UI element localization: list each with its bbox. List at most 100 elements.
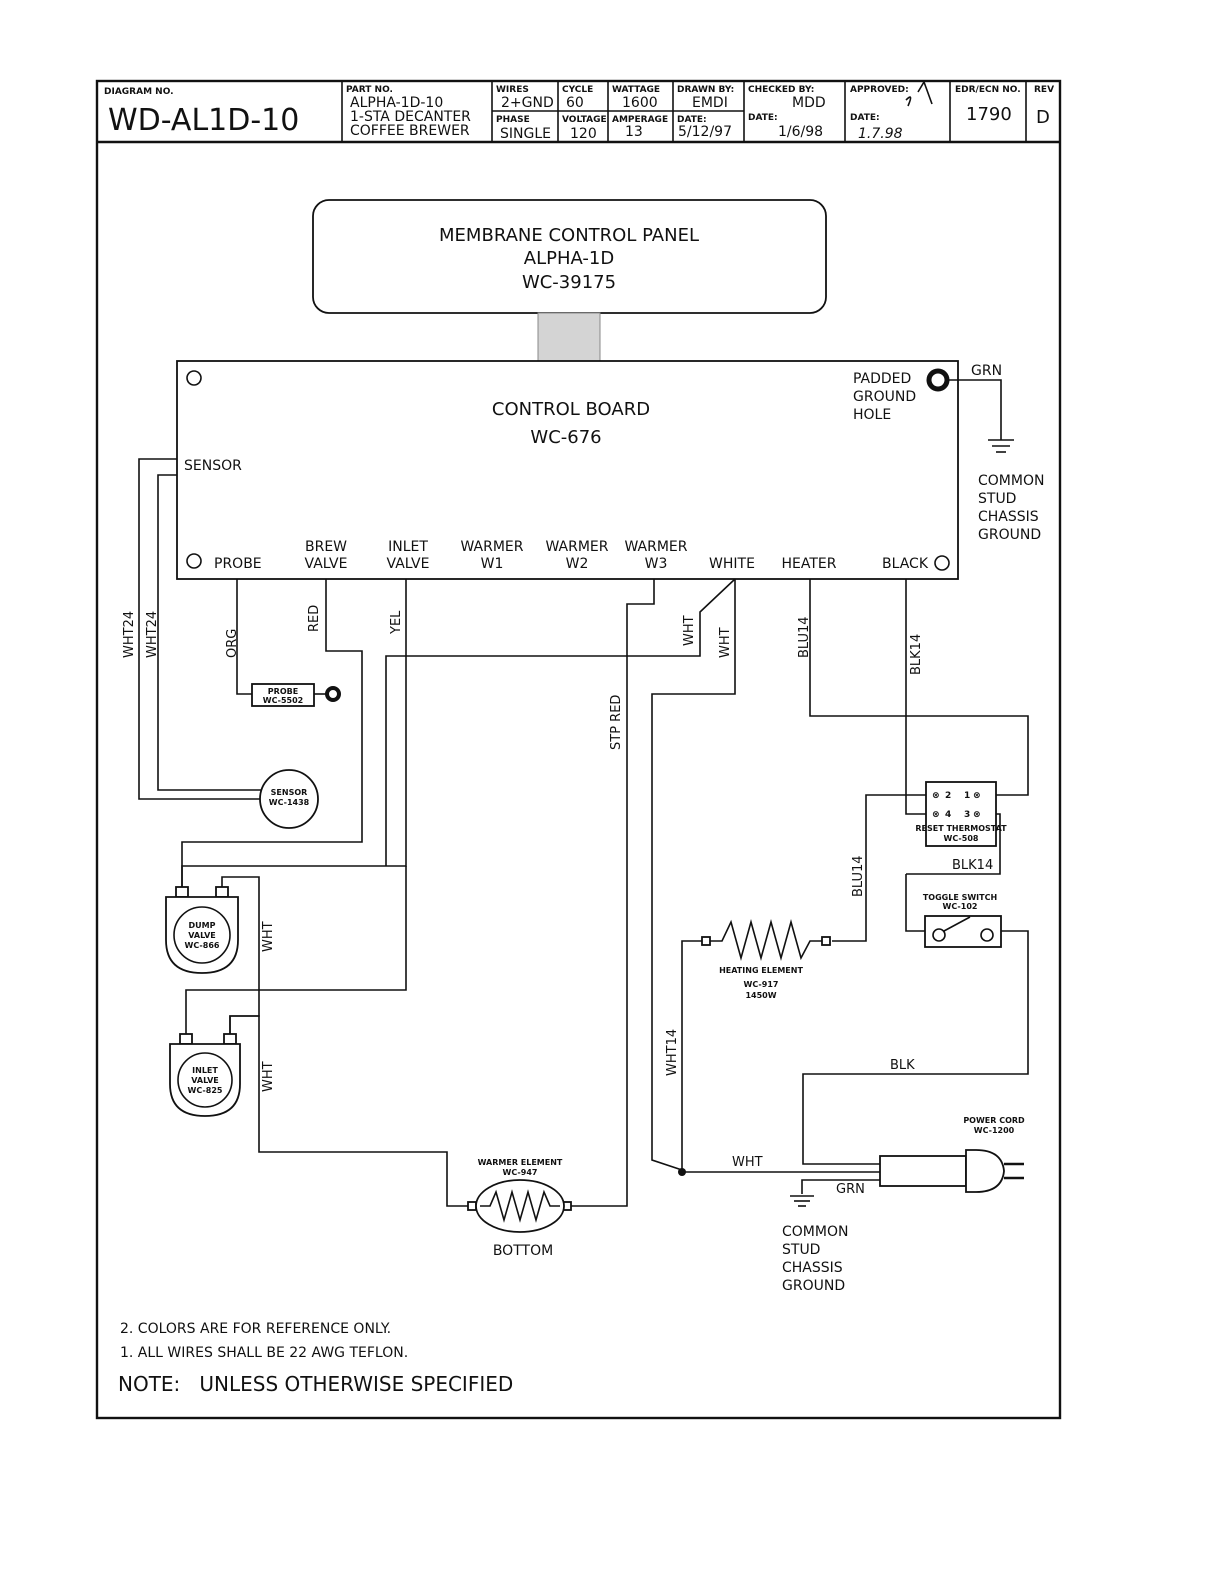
label-wht-a: WHT: [682, 615, 697, 646]
bottom-ground-line-2: STUD: [782, 1242, 820, 1258]
wire-wht14: [681, 940, 707, 1172]
phase-label: PHASE: [496, 115, 530, 125]
sensor-terminal-label: SENSOR: [184, 458, 242, 474]
title-block: DIAGRAM NO. WD-AL1D-10 PART NO. ALPHA-1D…: [104, 80, 1054, 142]
probe-component: PROBE WC-5502: [251, 683, 341, 707]
terminal-w3-1: WARMER: [624, 539, 687, 555]
drawing-border: [95, 79, 1062, 1420]
wire-blk-cord: [802, 930, 1029, 1165]
wire-wht-a: [385, 578, 736, 866]
terminal-heater: HEATER: [782, 556, 837, 572]
label-red: RED: [307, 605, 322, 632]
inlet-label-2: VALVE: [191, 1076, 219, 1085]
dump-label-1: DUMP: [189, 921, 216, 930]
thermostat-pin-3: 3: [964, 810, 970, 820]
label-wht-b: WHT: [718, 627, 733, 658]
top-ground-line-3: CHASSIS: [978, 509, 1039, 525]
part-no-label: PART NO.: [346, 85, 393, 95]
warmer-label-1: WARMER ELEMENT: [478, 1158, 563, 1167]
heating-label-1: HEATING ELEMENT: [719, 966, 803, 975]
terminal-w1-1: WARMER: [460, 539, 523, 555]
checked-by: MDD: [792, 95, 826, 111]
terminal-probe: PROBE: [214, 556, 262, 572]
thermostat-pin-1: 1: [964, 791, 970, 801]
wire-blu14-board: [809, 579, 1029, 796]
terminal-brew-1: BREW: [305, 539, 347, 555]
label-wht14: WHT14: [665, 1029, 680, 1076]
terminal-brew-2: VALVE: [305, 556, 348, 572]
ground-hole-line-2: GROUND: [853, 389, 916, 405]
rev-label: REV: [1034, 85, 1054, 95]
voltage-label: VOLTAGE: [562, 115, 607, 125]
top-ground-line-1: COMMON: [978, 473, 1044, 489]
cycle-value: 60: [566, 95, 584, 111]
wattage-label: WATTAGE: [612, 85, 660, 95]
edr-value: 1790: [966, 104, 1012, 125]
mount-hole-bottom-right: [934, 555, 950, 571]
control-board: CONTROL BOARD WC-676 SENSOR PADDED GROUN…: [176, 360, 959, 580]
grn-label-top: GRN: [971, 363, 1002, 379]
wiring: [138, 458, 1029, 1207]
thermostat-pin-marker-4: ⊗: [932, 810, 940, 820]
inlet-valve-component: INLET VALVE WC-825: [169, 1033, 241, 1117]
thermostat-pin-marker-2: ⊗: [932, 791, 940, 801]
mount-hole-bottom-left: [186, 553, 202, 569]
inlet-label-1: INLET: [192, 1066, 218, 1075]
heating-element-component: HEATING ELEMENT WC-917 1450W: [701, 919, 831, 1000]
wire-wht24-inner: [157, 474, 267, 791]
label-blk14-a: BLK14: [909, 634, 924, 675]
grn-wire-top: [947, 379, 1002, 440]
part-desc-2: COFFEE BREWER: [350, 123, 470, 139]
control-board-part: WC-676: [530, 427, 601, 448]
note-heading: NOTE: UNLESS OTHERWISE SPECIFIED: [118, 1372, 513, 1396]
label-org: ORG: [225, 629, 240, 658]
amperage-value: 13: [625, 124, 643, 140]
ground-hole-line-1: PADDED: [853, 371, 911, 387]
label-stp-red: STP RED: [609, 695, 624, 750]
label-blu14-b: BLU14: [851, 855, 866, 897]
top-ground-line-4: GROUND: [978, 527, 1041, 543]
terminal-w2-2: W2: [566, 556, 589, 572]
wires-label: WIRES: [496, 85, 529, 95]
approved-date-label: DATE:: [850, 113, 880, 123]
terminal-white: WHITE: [709, 556, 755, 572]
warmer-label-3: BOTTOM: [493, 1243, 553, 1259]
membrane-line-3: WC-39175: [522, 272, 616, 293]
voltage-value: 120: [570, 126, 597, 142]
wires-value: 2+GND: [501, 95, 554, 111]
thermostat-pin-marker-3: ⊗: [973, 810, 981, 820]
top-ground: GRN COMMON STUD CHASSIS GROUND: [947, 363, 1044, 543]
dump-label-2: VALVE: [188, 931, 216, 940]
approval-signature: [905, 80, 933, 107]
wire-yel-inlet: [185, 866, 407, 1034]
approved-date: 1.7.98: [858, 126, 903, 142]
probe-label-2: WC-5502: [263, 696, 303, 705]
bottom-ground-line-1: COMMON: [782, 1224, 848, 1240]
amperage-label: AMPERAGE: [612, 115, 668, 125]
ground-hole-line-3: HOLE: [853, 407, 891, 423]
drawn-date: 5/12/97: [678, 124, 732, 140]
warmer-element-component: WARMER ELEMENT WC-947 BOTTOM: [467, 1158, 572, 1259]
terminal-w1-2: W1: [481, 556, 504, 572]
terminal-w2-1: WARMER: [545, 539, 608, 555]
wire-blu14-element: [832, 794, 939, 942]
inlet-label-3: WC-825: [188, 1086, 223, 1095]
power-cord-component: POWER CORD WC-1200: [879, 1116, 1025, 1193]
thermostat-pin-2: 2: [945, 791, 951, 801]
phase-value: SINGLE: [500, 126, 551, 142]
drawn-by-label: DRAWN BY:: [677, 85, 734, 95]
wire-yel-dump: [181, 579, 407, 887]
thermostat-label-2: WC-508: [944, 834, 979, 843]
sensor-label-1: SENSOR: [271, 788, 308, 797]
toggle-switch-component: TOGGLE SWITCH WC-102: [923, 893, 1002, 948]
edr-label: EDR/ECN NO.: [955, 85, 1021, 95]
dump-valve-component: DUMP VALVE WC-866: [165, 886, 239, 974]
diagram-no-label: DIAGRAM NO.: [104, 87, 174, 97]
reset-thermostat-component: ⊗ 2 1 ⊗ ⊗ 4 3 ⊗ RESET THERMOSTAT WC-508: [915, 781, 1007, 847]
label-wht-inlet: WHT: [261, 1061, 276, 1092]
thermostat-label-1: RESET THERMOSTAT: [915, 824, 1007, 833]
label-wht24-a: WHT24: [122, 611, 137, 658]
ribbon-cable: [537, 312, 601, 362]
wire-wht-b: [651, 579, 736, 1171]
